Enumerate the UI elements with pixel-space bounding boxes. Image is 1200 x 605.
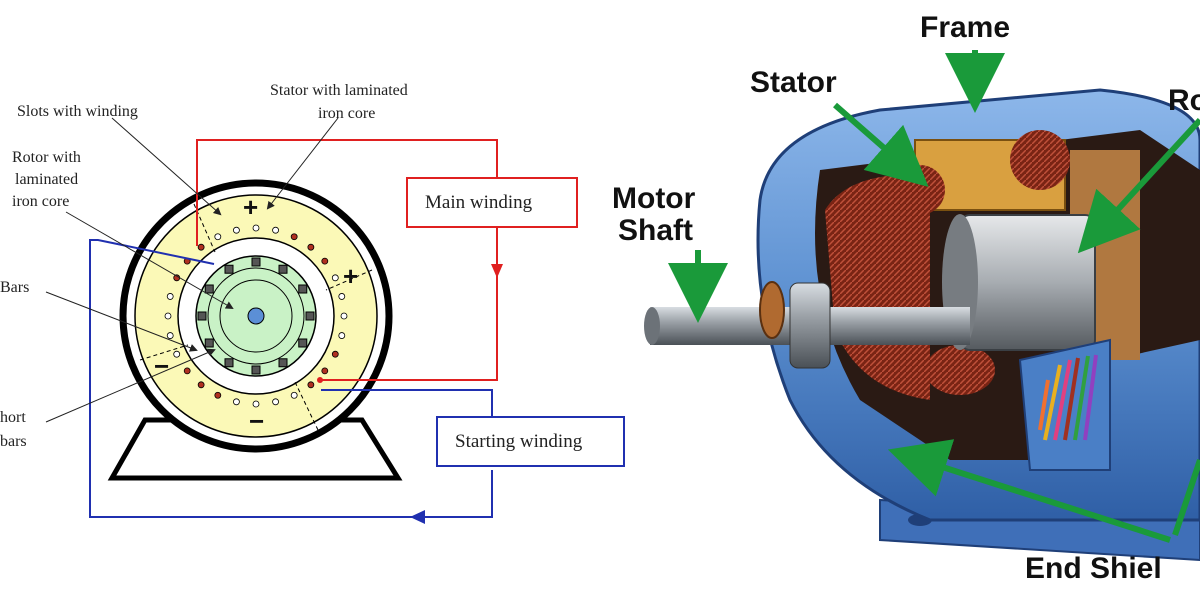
stator-slot — [173, 350, 181, 358]
stator-label-line1: Stator with laminated — [270, 82, 408, 99]
rotor-cylinder — [959, 214, 1096, 351]
frame-label: Frame — [920, 11, 1010, 44]
bearing-seal — [759, 281, 785, 339]
stator-slot — [331, 350, 339, 358]
stator-slot — [252, 224, 260, 232]
stator-label: Stator — [750, 66, 837, 99]
stator-slot — [272, 398, 279, 406]
division-line — [139, 344, 189, 361]
main-winding-wire — [196, 139, 498, 381]
cutaway-illustration: Frame Stator Ro Motor Shaft End Shiel — [600, 0, 1200, 600]
division-line — [294, 381, 319, 431]
starting-winding-wire-top — [321, 389, 493, 418]
stator-winding-top — [1010, 130, 1070, 190]
stator-slot — [197, 381, 205, 389]
stator-slot — [272, 226, 279, 234]
rotor-label: Ro — [1168, 84, 1200, 117]
stator-slot — [252, 400, 260, 408]
stator-slot — [214, 391, 222, 399]
terminal-box — [1018, 338, 1111, 471]
stator-slot — [290, 391, 298, 399]
stator-winding-coil — [895, 165, 945, 215]
stator-slot — [307, 381, 315, 389]
rotor-bar — [305, 311, 315, 321]
short-bars-leader — [45, 348, 216, 423]
stator-slot — [166, 293, 174, 300]
main-winding-terminal — [317, 377, 323, 383]
schematic-svg: + + − − Main winding Starting winding St… — [0, 82, 625, 524]
rotor-bar — [298, 284, 308, 294]
stator-slot — [197, 243, 205, 251]
rotor-arrow — [1077, 117, 1200, 254]
slots-label: Slots with winding — [17, 103, 138, 120]
slots-leader — [111, 117, 222, 216]
starting-winding-wire — [89, 239, 493, 518]
rotor-label-line3: iron core — [12, 193, 69, 210]
rotor-bar — [224, 264, 234, 274]
cutaway-svg: Frame Stator Ro Motor Shaft End Shiel — [612, 11, 1200, 585]
stator-slot — [214, 233, 222, 241]
plus-sign-right: + — [343, 261, 358, 291]
end-shield-arrow — [887, 439, 1171, 543]
rotor-bar — [197, 311, 207, 321]
starting-winding-label: Starting winding — [455, 431, 583, 452]
stator-slot — [340, 312, 348, 320]
rotor-label-line1: Rotor with — [12, 149, 81, 166]
main-winding-box — [406, 177, 578, 228]
stator-winding-bottom — [925, 345, 995, 395]
rotor-inner-ring — [207, 267, 305, 365]
stator-slot — [331, 274, 339, 282]
stator-slot — [290, 233, 298, 241]
bars-leader — [45, 291, 198, 352]
stator-arrow — [833, 102, 929, 187]
stator-slot — [233, 398, 240, 406]
rotor-label-line2: laminated — [15, 171, 78, 188]
rotor-bar — [278, 264, 288, 274]
shaft-tip — [644, 307, 660, 345]
shaft-dot — [247, 307, 265, 325]
division-line — [325, 269, 373, 291]
motor-shaft-label-line2: Shaft — [618, 214, 693, 247]
stator-leader — [266, 117, 339, 210]
rotor-bar — [251, 365, 261, 375]
stator-slot — [338, 293, 346, 300]
main-winding-label: Main winding — [425, 192, 533, 213]
main-current-arrow — [491, 264, 503, 278]
stator-slots — [164, 224, 348, 408]
stator-label-line2: iron core — [318, 105, 375, 122]
end-shield-label: End Shiel — [1025, 552, 1162, 585]
motor-shaft-label-line1: Motor — [612, 182, 696, 215]
short-bars-label-line2: bars — [0, 433, 27, 450]
stator-slot — [164, 312, 172, 320]
minus-sign-bottom: − — [249, 406, 264, 436]
rotor-bar — [278, 358, 288, 368]
lead-wires — [1038, 354, 1098, 441]
bearing-collar — [789, 282, 831, 369]
end-shield-arrow-2 — [1172, 459, 1200, 536]
rotor-bar — [251, 257, 261, 267]
rotor-bar — [204, 338, 214, 348]
stator-slot — [183, 367, 191, 375]
stator-slot — [307, 243, 315, 251]
starting-current-arrow — [410, 510, 425, 524]
rotor-bar — [204, 284, 214, 294]
starting-winding-box — [436, 416, 625, 467]
minus-sign-left: − — [154, 351, 169, 381]
stator-slot — [233, 226, 240, 234]
plus-sign-top: + — [243, 192, 258, 222]
bars-label: Bars — [0, 279, 29, 296]
short-bars-label-line1: hort — [0, 409, 26, 426]
rotor-bar — [224, 358, 234, 368]
stator-slot — [321, 257, 329, 265]
stator-slot — [166, 332, 174, 339]
rotor-leader — [65, 211, 234, 310]
stator-slot — [321, 367, 329, 375]
rotor-bars — [197, 257, 315, 375]
schematic-diagram: + + − − Main winding Starting winding St… — [0, 82, 625, 524]
rotor-bar — [298, 338, 308, 348]
stator-slot — [338, 332, 346, 339]
